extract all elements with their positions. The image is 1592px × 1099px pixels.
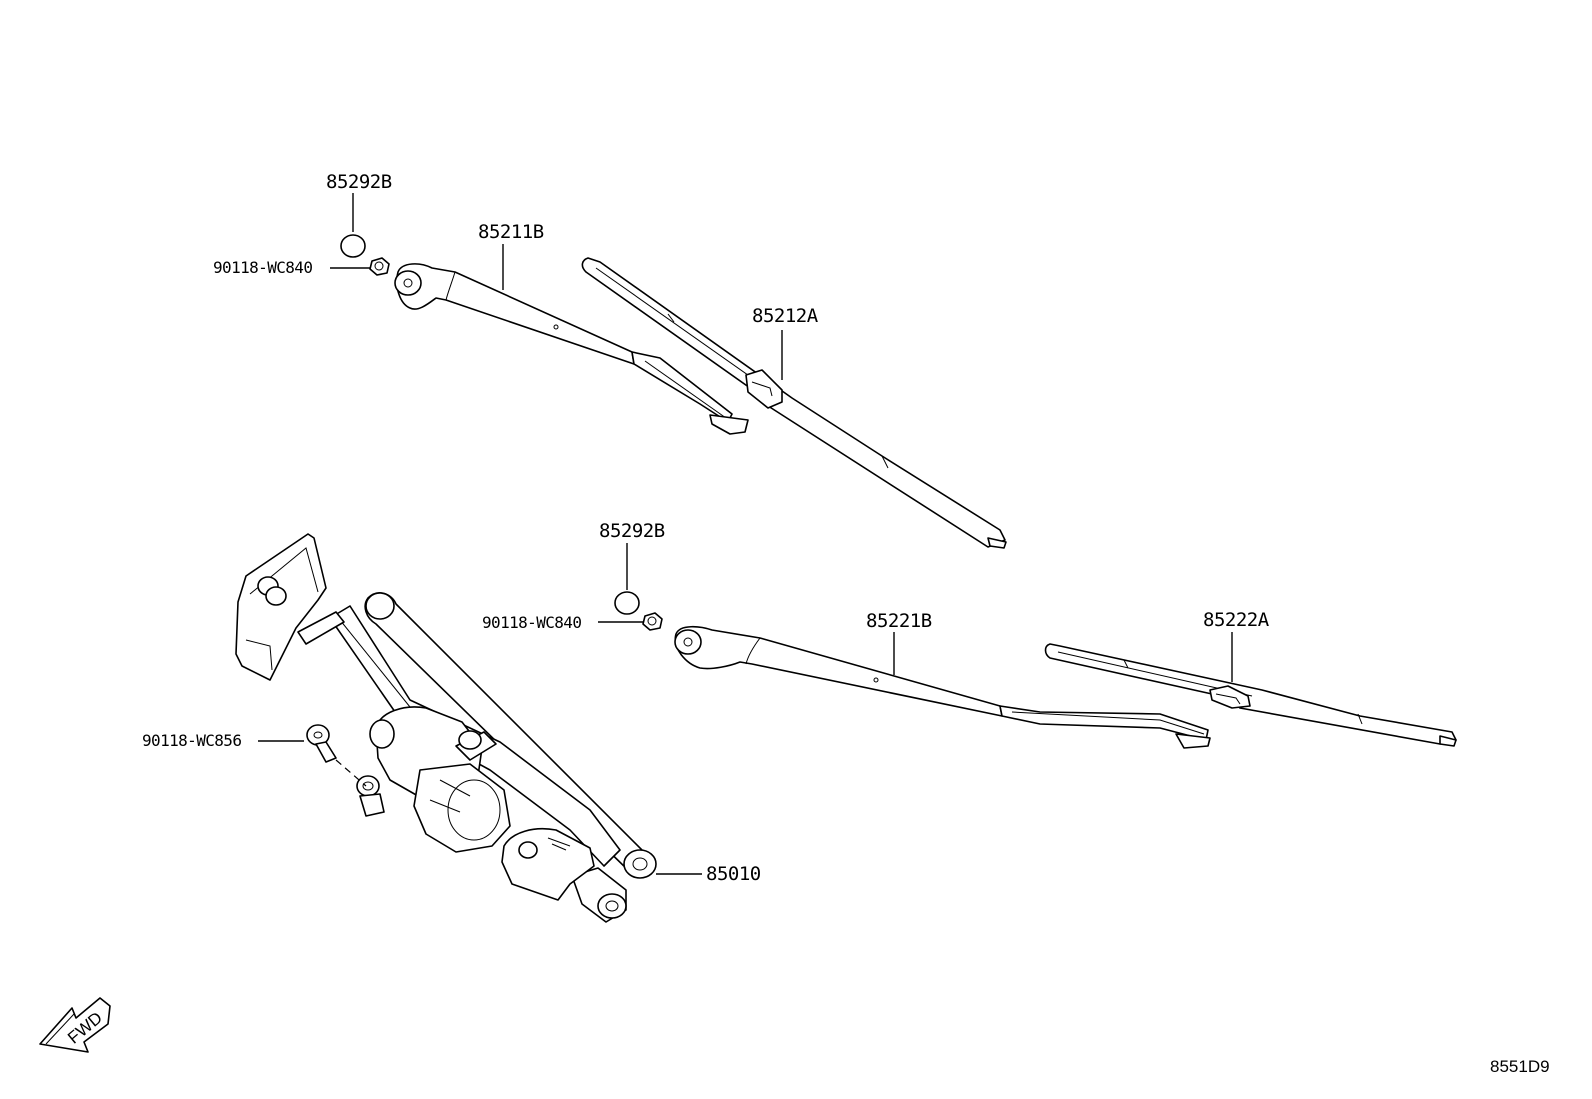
bolt-part[interactable] [258,724,367,787]
nut-upper-part[interactable] [330,257,390,276]
label-arm-upper: 85211B [478,221,544,243]
label-cap-upper: 85292B [326,171,392,193]
label-arm-lower: 85221B [866,610,932,632]
nut-lower-part[interactable] [598,612,663,631]
label-cap-lower: 85292B [599,520,665,542]
cap-upper-part[interactable] [340,193,366,258]
cap-lower-part[interactable] [614,543,640,615]
fwd-arrow-icon: FWD [39,997,111,1053]
label-blade-lower: 85222A [1203,609,1270,631]
wiper-arm-lower[interactable] [674,625,1211,749]
label-nut-upper: 90118-WC840 [213,258,312,277]
wiper-blade-lower[interactable] [1044,632,1457,747]
label-blade-upper: 85212A [752,305,819,327]
wiper-linkage-motor[interactable] [235,533,657,923]
label-linkage: 85010 [706,863,761,885]
wiper-blade-upper[interactable] [581,257,1007,549]
label-nut-lower: 90118-WC840 [482,613,581,632]
diagram-code: 8551D9 [1490,1057,1550,1076]
wiper-arm-upper[interactable] [394,244,749,435]
label-bolt: 90118-WC856 [142,731,241,750]
